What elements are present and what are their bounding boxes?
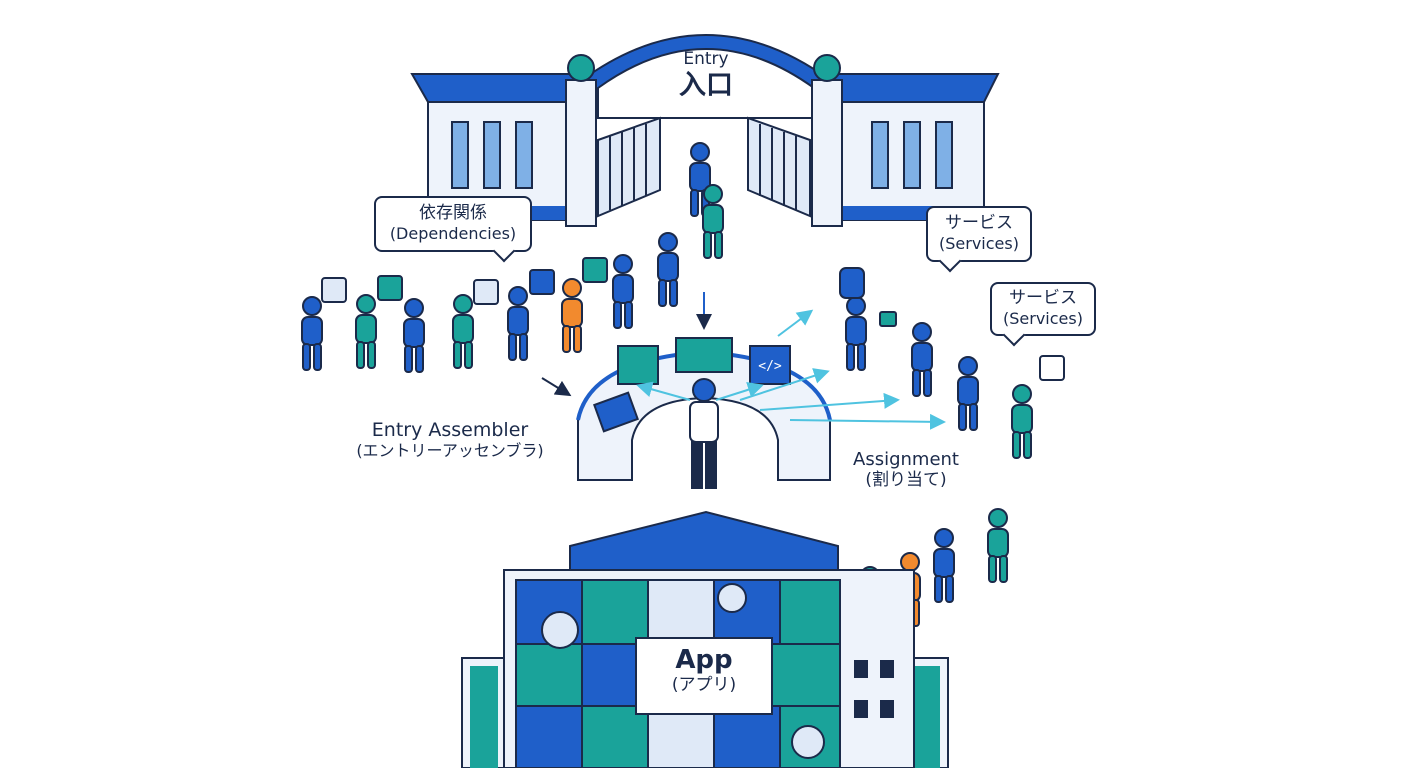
flow-icon xyxy=(675,337,733,373)
lock-icon xyxy=(879,311,897,327)
assignment-en: Assignment xyxy=(853,449,959,470)
services-2-ja: サービス xyxy=(1009,288,1077,308)
app-en: App xyxy=(675,645,733,675)
bell-icon xyxy=(1039,355,1065,381)
dependencies-ja: 依存関係 xyxy=(419,203,487,223)
puzzle-icon xyxy=(515,579,841,768)
services-1-en: (Services) xyxy=(939,234,1019,254)
app-ja: (アプリ) xyxy=(671,674,737,695)
gate-label: Entry 入口 xyxy=(646,49,766,101)
gear-icon xyxy=(377,275,403,301)
assembler-label: Entry Assembler (エントリーアッセンブラ) xyxy=(330,419,570,460)
gate-label-en: Entry xyxy=(683,49,729,69)
gear-icon xyxy=(529,269,555,295)
flow-icon xyxy=(582,257,608,283)
gate-label-ja: 入口 xyxy=(679,69,733,101)
service-people xyxy=(839,267,1065,459)
assembler-desk: </> xyxy=(576,309,946,489)
assembler-ja: (エントリーアッセンブラ) xyxy=(356,440,544,460)
services-1-ja: サービス xyxy=(945,213,1013,233)
app-building xyxy=(461,510,949,768)
assembler-en: Entry Assembler xyxy=(371,419,529,441)
dependencies-bubble: 依存関係 (Dependencies) xyxy=(374,196,532,252)
gear-icon xyxy=(541,583,825,759)
dependencies-en: (Dependencies) xyxy=(389,224,517,244)
database-icon xyxy=(839,267,865,299)
services-bubble-1: サービス (Services) xyxy=(926,206,1032,262)
app-label: App (アプリ) xyxy=(636,645,772,695)
code-icon xyxy=(749,345,791,385)
keyboard-panel xyxy=(593,391,639,433)
services-2-en: (Services) xyxy=(1003,309,1083,329)
list-icon xyxy=(321,277,347,303)
queue-icons xyxy=(321,257,608,305)
monitor-left xyxy=(617,345,659,385)
services-bubble-2: サービス (Services) xyxy=(990,282,1096,336)
entry-gate xyxy=(410,34,1000,227)
list-icon xyxy=(473,279,499,305)
assignment-ja: (割り当て) xyxy=(865,469,947,490)
assignment-label: Assignment (割り当て) xyxy=(836,449,976,490)
svg-text:</>: </> xyxy=(758,359,782,374)
